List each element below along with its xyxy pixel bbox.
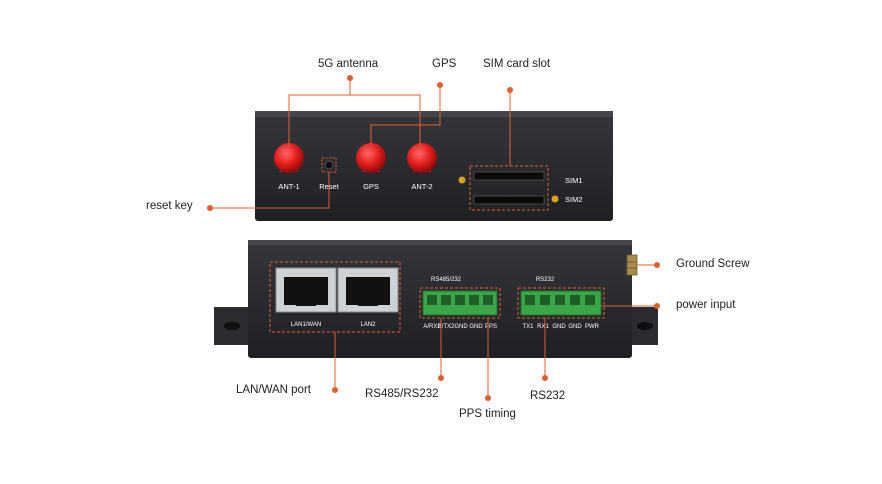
callout-pps-timing: PPS timing (459, 408, 516, 420)
callout-5g-antenna: 5G antenna (318, 58, 379, 70)
callout-lines (210, 78, 657, 398)
dot-rs232-icon (542, 375, 548, 381)
pin-right-0: TX1 (522, 324, 534, 330)
right-flange-hole (637, 322, 653, 330)
dot-ground-icon (654, 262, 660, 268)
terminal-block-right-icon (520, 290, 602, 316)
antenna-ant2-icon (407, 143, 437, 173)
rs485-highlight (419, 287, 501, 319)
callout-sim-slot: SIM card slot (483, 58, 551, 70)
leader-gps (370, 85, 441, 145)
pin-right-3: GND (568, 324, 582, 330)
dot-rs485-icon (438, 375, 444, 381)
lan2-port-icon (337, 267, 399, 313)
terminal-block-left-icon (422, 290, 498, 316)
antenna-ant1-icon (274, 143, 304, 173)
front-panel: ANT-1 Reset GPS ANT-2 SIM1 SIM2 (255, 111, 613, 221)
ground-screw-icon (626, 254, 638, 276)
dot-pps-icon (485, 395, 491, 401)
callout-lan-wan-port: LAN/WAN port (236, 384, 311, 396)
rear-panel: LAN1/WAN LAN2 RS485/232 A/RX2 B/TX2 GND … (214, 240, 658, 358)
label-ant1: ANT-1 (278, 182, 299, 191)
pin-right-2: GND (552, 324, 566, 330)
callout-reset-key: reset key (146, 200, 193, 212)
label-gps: GPS (363, 182, 379, 191)
label-sim1: SIM1 (565, 176, 583, 185)
dot-gps-icon (437, 82, 443, 88)
pin-right-4: PWR (585, 324, 600, 330)
label-sim2: SIM2 (565, 195, 583, 204)
callout-gps: GPS (432, 58, 457, 70)
lan1-port-icon (275, 267, 337, 313)
pin-left-3: GND (469, 324, 483, 330)
pin-right-1: RX1 (537, 324, 549, 330)
label-lan1: LAN1/WAN (291, 322, 321, 328)
label-ant2: ANT-2 (411, 182, 432, 191)
sim2-led-icon (551, 195, 559, 203)
sim1-slot (473, 171, 545, 181)
dot-reset-icon (207, 205, 213, 211)
dot-sim-icon (507, 87, 513, 93)
dot-power-icon (654, 303, 660, 309)
sim-highlight (469, 165, 549, 211)
leader-reset (210, 172, 330, 209)
pin-left-4: PPS (485, 324, 497, 330)
callout-rs232: RS232 (530, 390, 566, 402)
antenna-gps-icon (356, 143, 386, 173)
dot-5g-antenna-icon (347, 75, 353, 81)
front-top-edge (255, 111, 613, 117)
sim1-led-icon (458, 176, 466, 184)
rs232-highlight (517, 287, 605, 319)
callout-power-input: power input (676, 299, 736, 311)
left-flange-hole (224, 322, 240, 330)
dot-lan-icon (332, 387, 338, 393)
label-lan2: LAN2 (360, 322, 376, 328)
sim2-slot (473, 195, 545, 205)
pin-left-2: GND (454, 324, 468, 330)
reset-button-icon (324, 160, 334, 170)
leader-5g-antenna (288, 94, 421, 147)
label-rs485-header: RS485/232 (431, 277, 462, 283)
label-rs232-header: RS232 (536, 277, 555, 283)
pin-left-1: B/TX2 (438, 324, 455, 330)
callout-dots (207, 75, 660, 401)
rear-top-edge (248, 240, 632, 245)
callout-ground-screw: Ground Screw (676, 258, 750, 270)
callout-rs485-rs232: RS485/RS232 (365, 388, 439, 400)
pin-left-0: A/RX2 (423, 324, 441, 330)
